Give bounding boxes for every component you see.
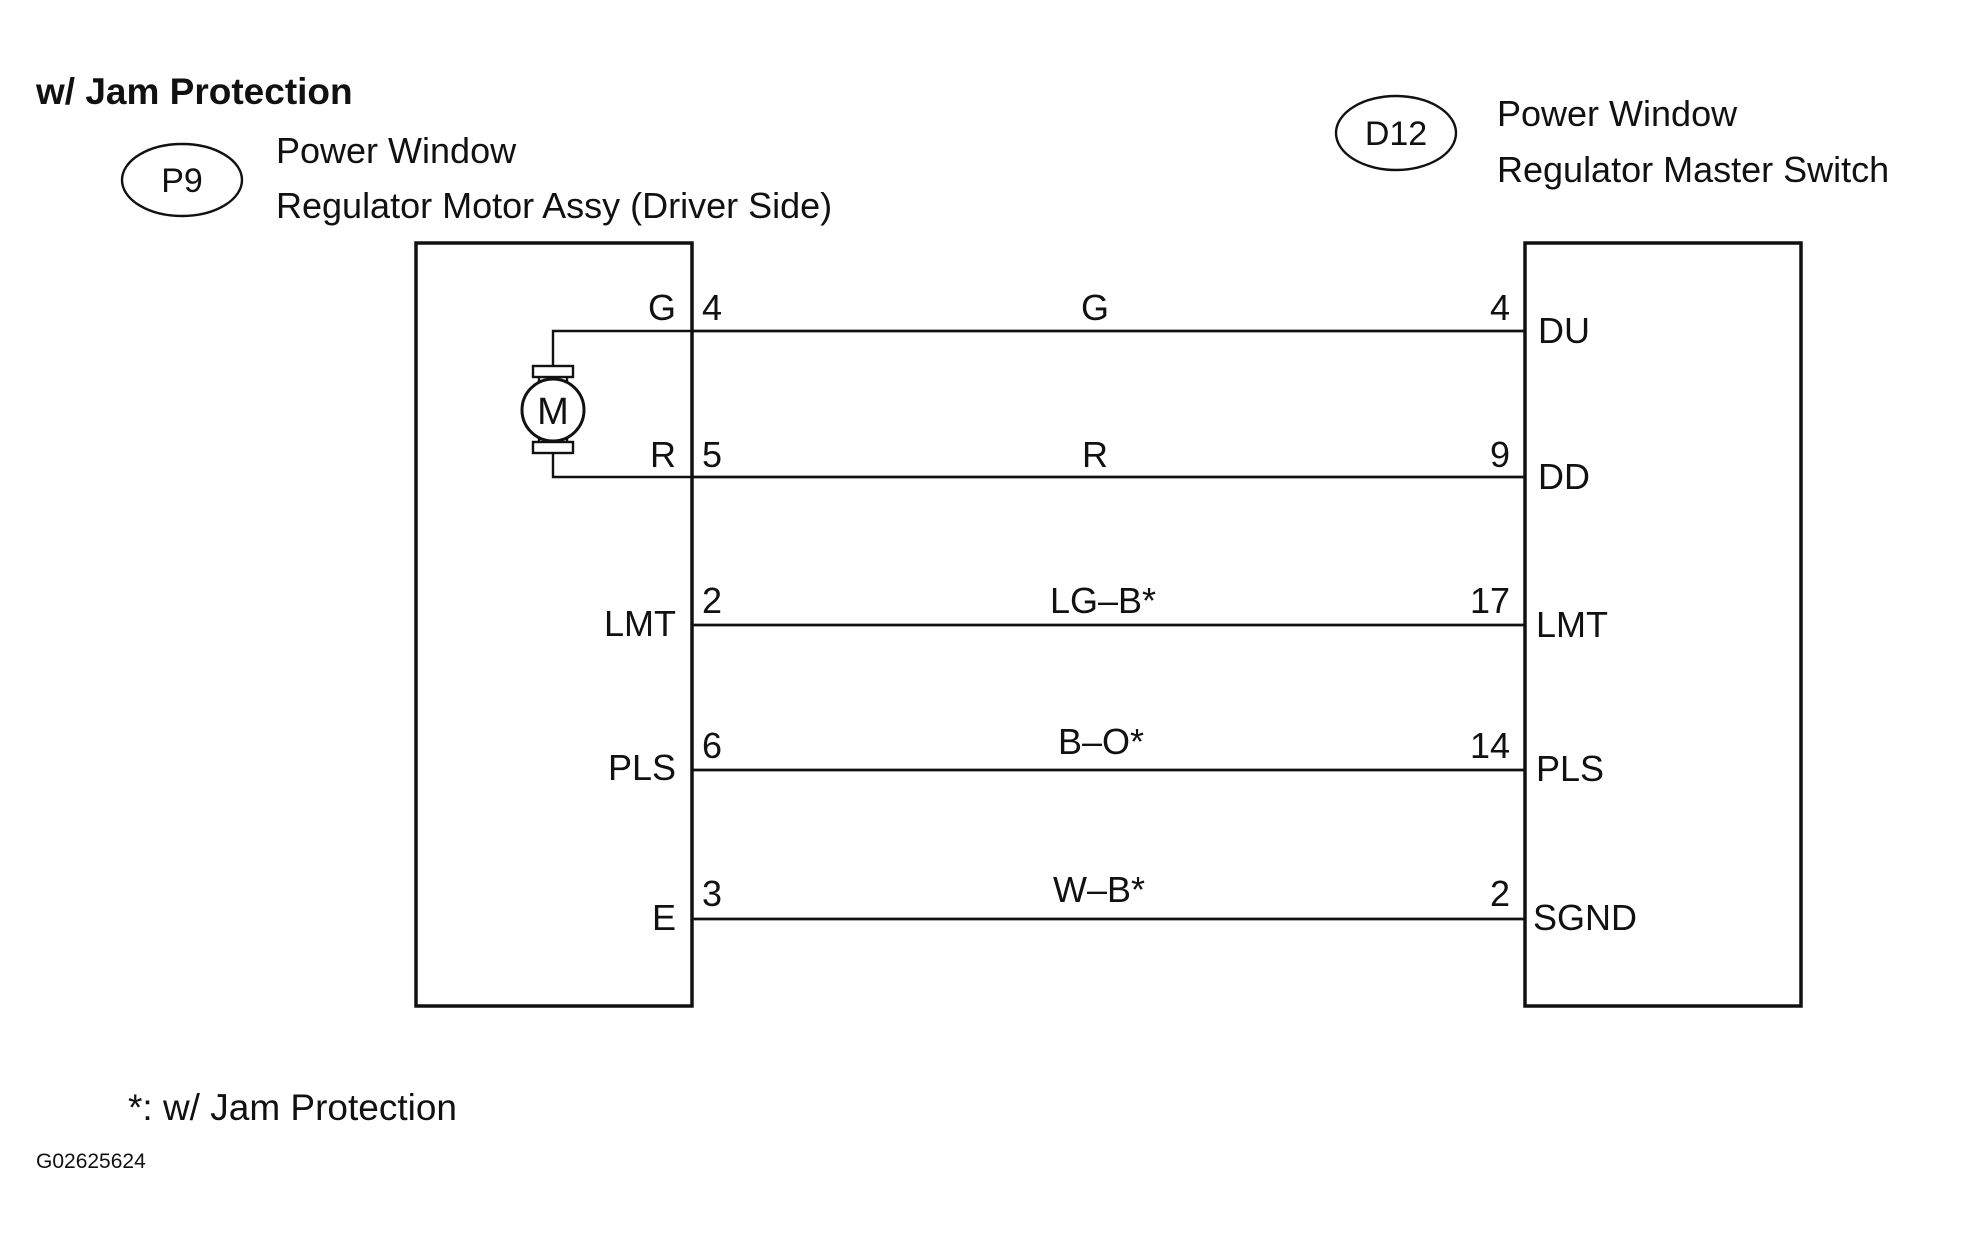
- motor-brush-bottom: [531, 440, 575, 455]
- motor-circle: [520, 377, 586, 443]
- right-pin-number: 2: [1490, 873, 1510, 914]
- left-terminal-label: LMT: [604, 603, 676, 644]
- left-component-name-line2: Regulator Motor Assy (Driver Side): [276, 185, 832, 226]
- right-pin-number: 14: [1470, 725, 1510, 766]
- footnote: *: w/ Jam Protection: [128, 1087, 457, 1128]
- left-terminal-label: E: [652, 897, 676, 938]
- left-component-name-line1: Power Window: [276, 130, 517, 171]
- motor-symbol: M: [520, 329, 692, 479]
- left-pin-number: 3: [702, 873, 722, 914]
- right-terminal-label: SGND: [1533, 897, 1637, 938]
- right-pin-number: 4: [1490, 287, 1510, 328]
- motor-brush-top: [531, 364, 575, 379]
- right-terminal-label: DD: [1538, 456, 1590, 497]
- diagram-title: w/ Jam Protection: [35, 71, 353, 112]
- wire-row-5: E 3 W–B* 2 SGND: [652, 869, 1637, 938]
- right-pin-number: 9: [1490, 434, 1510, 475]
- left-terminal-label: G: [648, 287, 676, 328]
- right-connector-badge: [1334, 94, 1458, 172]
- right-component-name-line2: Regulator Master Switch: [1497, 149, 1889, 190]
- wire-row-2: R 5 R 9 DD: [650, 434, 1590, 497]
- wire-row-3: LMT 2 LG–B* 17 LMT: [604, 580, 1608, 645]
- right-terminal-label: LMT: [1536, 604, 1608, 645]
- wire-color-label: LG–B*: [1050, 580, 1156, 621]
- wire-color-label: W–B*: [1053, 869, 1145, 910]
- right-connector-code: D12: [1365, 115, 1427, 153]
- wire-color-label: G: [1081, 287, 1109, 328]
- left-pin-number: 2: [702, 580, 722, 621]
- figure-code: G02625624: [36, 1150, 146, 1173]
- left-terminal-label: R: [650, 434, 676, 475]
- right-terminal-label: DU: [1538, 310, 1590, 351]
- right-pin-number: 17: [1470, 580, 1510, 621]
- left-pin-number: 5: [702, 434, 722, 475]
- motor-label: M: [537, 391, 569, 433]
- left-pin-number: 4: [702, 287, 722, 328]
- wire-row-1: G 4 G 4 DU: [648, 287, 1590, 351]
- left-pin-number: 6: [702, 725, 722, 766]
- right-component-name-line1: Power Window: [1497, 93, 1738, 134]
- left-connector-code: P9: [161, 162, 203, 200]
- left-terminal-label: PLS: [608, 747, 676, 788]
- wire-color-label: R: [1082, 434, 1108, 475]
- left-connector-badge: [120, 142, 244, 218]
- wire-row-4: PLS 6 B–O* 14 PLS: [608, 721, 1604, 789]
- right-terminal-label: PLS: [1536, 748, 1604, 789]
- wire-color-label: B–O*: [1058, 721, 1144, 762]
